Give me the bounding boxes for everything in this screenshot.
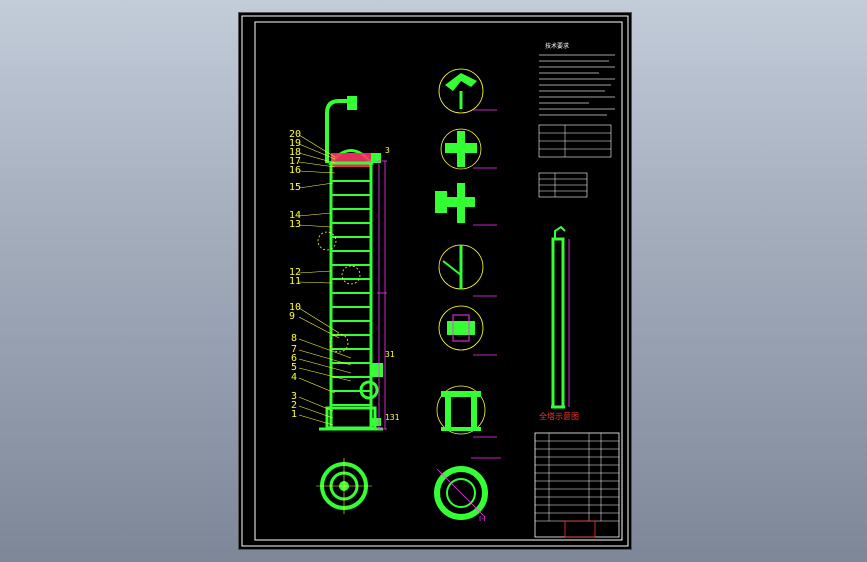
column-shell	[329, 161, 373, 430]
callout-label: 10	[289, 302, 301, 313]
leader-lines	[298, 134, 352, 426]
callout-label: 17	[289, 156, 301, 167]
callout-label: 3	[291, 391, 297, 402]
trays	[331, 180, 371, 406]
main-column-view: 20 19 18 17 16 15 14 13 12 11 10 9 8 7 6…	[289, 96, 400, 431]
nozzle-top	[371, 153, 381, 163]
drawing-sheet: 20 19 18 17 16 15 14 13 12 11 10 9 8 7 6…	[239, 13, 631, 549]
callout-numbers: 20 19 18 17 16 15 14 13 12 11 10 9 8 7 6…	[289, 129, 301, 420]
nozzle-feed	[371, 363, 383, 377]
callout-label: 18	[289, 147, 301, 158]
manhole	[359, 380, 379, 400]
cad-drawing: 20 19 18 17 16 15 14 13 12 11 10 9 8 7 6…	[241, 15, 629, 547]
callout-label: 1	[291, 409, 297, 420]
top-pipe-flange	[347, 96, 357, 110]
section-view-left	[316, 458, 372, 514]
nozzle-bottom	[371, 418, 381, 426]
callout-label: 13	[289, 219, 301, 230]
callout-label: 9	[289, 311, 295, 322]
callout-label: 15	[289, 182, 301, 193]
notes-title: 技术要求	[545, 42, 569, 50]
side-view-title: 全塔示意图	[539, 411, 579, 421]
top-section	[331, 153, 371, 167]
callout-label: 16	[289, 165, 301, 176]
top-pipe	[325, 99, 353, 163]
nozzle-label: 131	[385, 413, 400, 422]
callout-label: 7	[291, 344, 297, 355]
callout-label: 5	[291, 362, 297, 373]
dimension-lines	[377, 160, 387, 430]
detail-circle-3	[329, 333, 349, 353]
title-block	[534, 432, 620, 538]
section-label: I-I	[479, 515, 486, 523]
nozzle-label: 3	[385, 146, 390, 155]
callout-label: 4	[291, 372, 297, 383]
notes-block: 技术要求	[538, 42, 615, 198]
side-schematic: 全塔示意图	[539, 225, 579, 421]
callout-label: 14	[289, 210, 301, 221]
callout-label: 11	[289, 276, 301, 287]
detail-circle-1	[317, 231, 337, 251]
detail-views: I-I	[434, 68, 501, 523]
callout-label: 8	[291, 333, 297, 344]
callout-label: 2	[291, 400, 297, 411]
nozzle-label: 31	[385, 350, 395, 359]
callout-label: 12	[289, 267, 301, 278]
skirt	[325, 406, 377, 430]
callout-label: 19	[289, 138, 301, 149]
callout-label: 20	[289, 129, 301, 140]
inner-frame	[254, 21, 623, 541]
detail-circle-2	[341, 265, 361, 285]
callout-label: 6	[291, 353, 297, 364]
nozzle-labels: 131 31 3	[385, 146, 400, 422]
outer-frame	[241, 15, 629, 547]
